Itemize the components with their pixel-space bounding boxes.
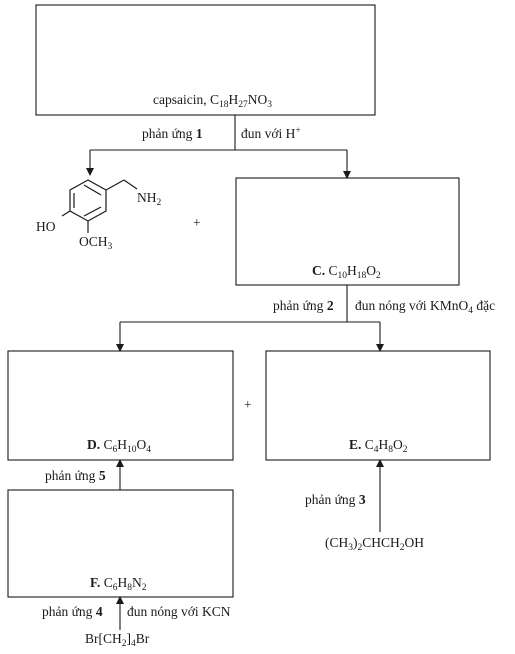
reaction-1-condition: đun với H+ xyxy=(241,126,301,141)
amine-och3-group: OCH3 xyxy=(79,234,113,252)
benzylamine-ring xyxy=(61,179,138,233)
amine-nh2-group: NH2 xyxy=(137,190,162,208)
reaction-4-label: phản ứng 4 xyxy=(42,604,103,619)
isobutanol-formula: (CH3)2CHCH2OH xyxy=(325,535,425,553)
reaction-3-label: phản ứng 3 xyxy=(305,492,366,507)
capsaicin-formula: capsaicin, C18H27NO3 xyxy=(153,92,272,110)
compound-f-formula: F. C6H8N2 xyxy=(90,575,147,593)
plus-sign-2: + xyxy=(244,397,252,412)
compound-c-formula: C. C10H18O2 xyxy=(312,263,381,281)
reaction-2-label: phản ứng 2 xyxy=(273,298,334,313)
reaction-5-label: phản ứng 5 xyxy=(45,468,106,483)
dibromobutane-formula: Br[CH2]4Br xyxy=(85,631,150,649)
compound-e-formula: E. C4H8O2 xyxy=(349,437,408,455)
compound-d-formula: D. C6H10O4 xyxy=(87,437,152,455)
plus-sign-1: + xyxy=(193,215,201,230)
reaction-1-label: phản ứng 1 xyxy=(142,126,203,141)
reaction-2-condition: đun nóng với KMnO4 đặc xyxy=(355,298,496,316)
capsaicin-box xyxy=(35,4,376,116)
amine-ho-group: HO xyxy=(36,219,56,234)
reaction-4-condition: đun nóng với KCN xyxy=(127,604,231,619)
